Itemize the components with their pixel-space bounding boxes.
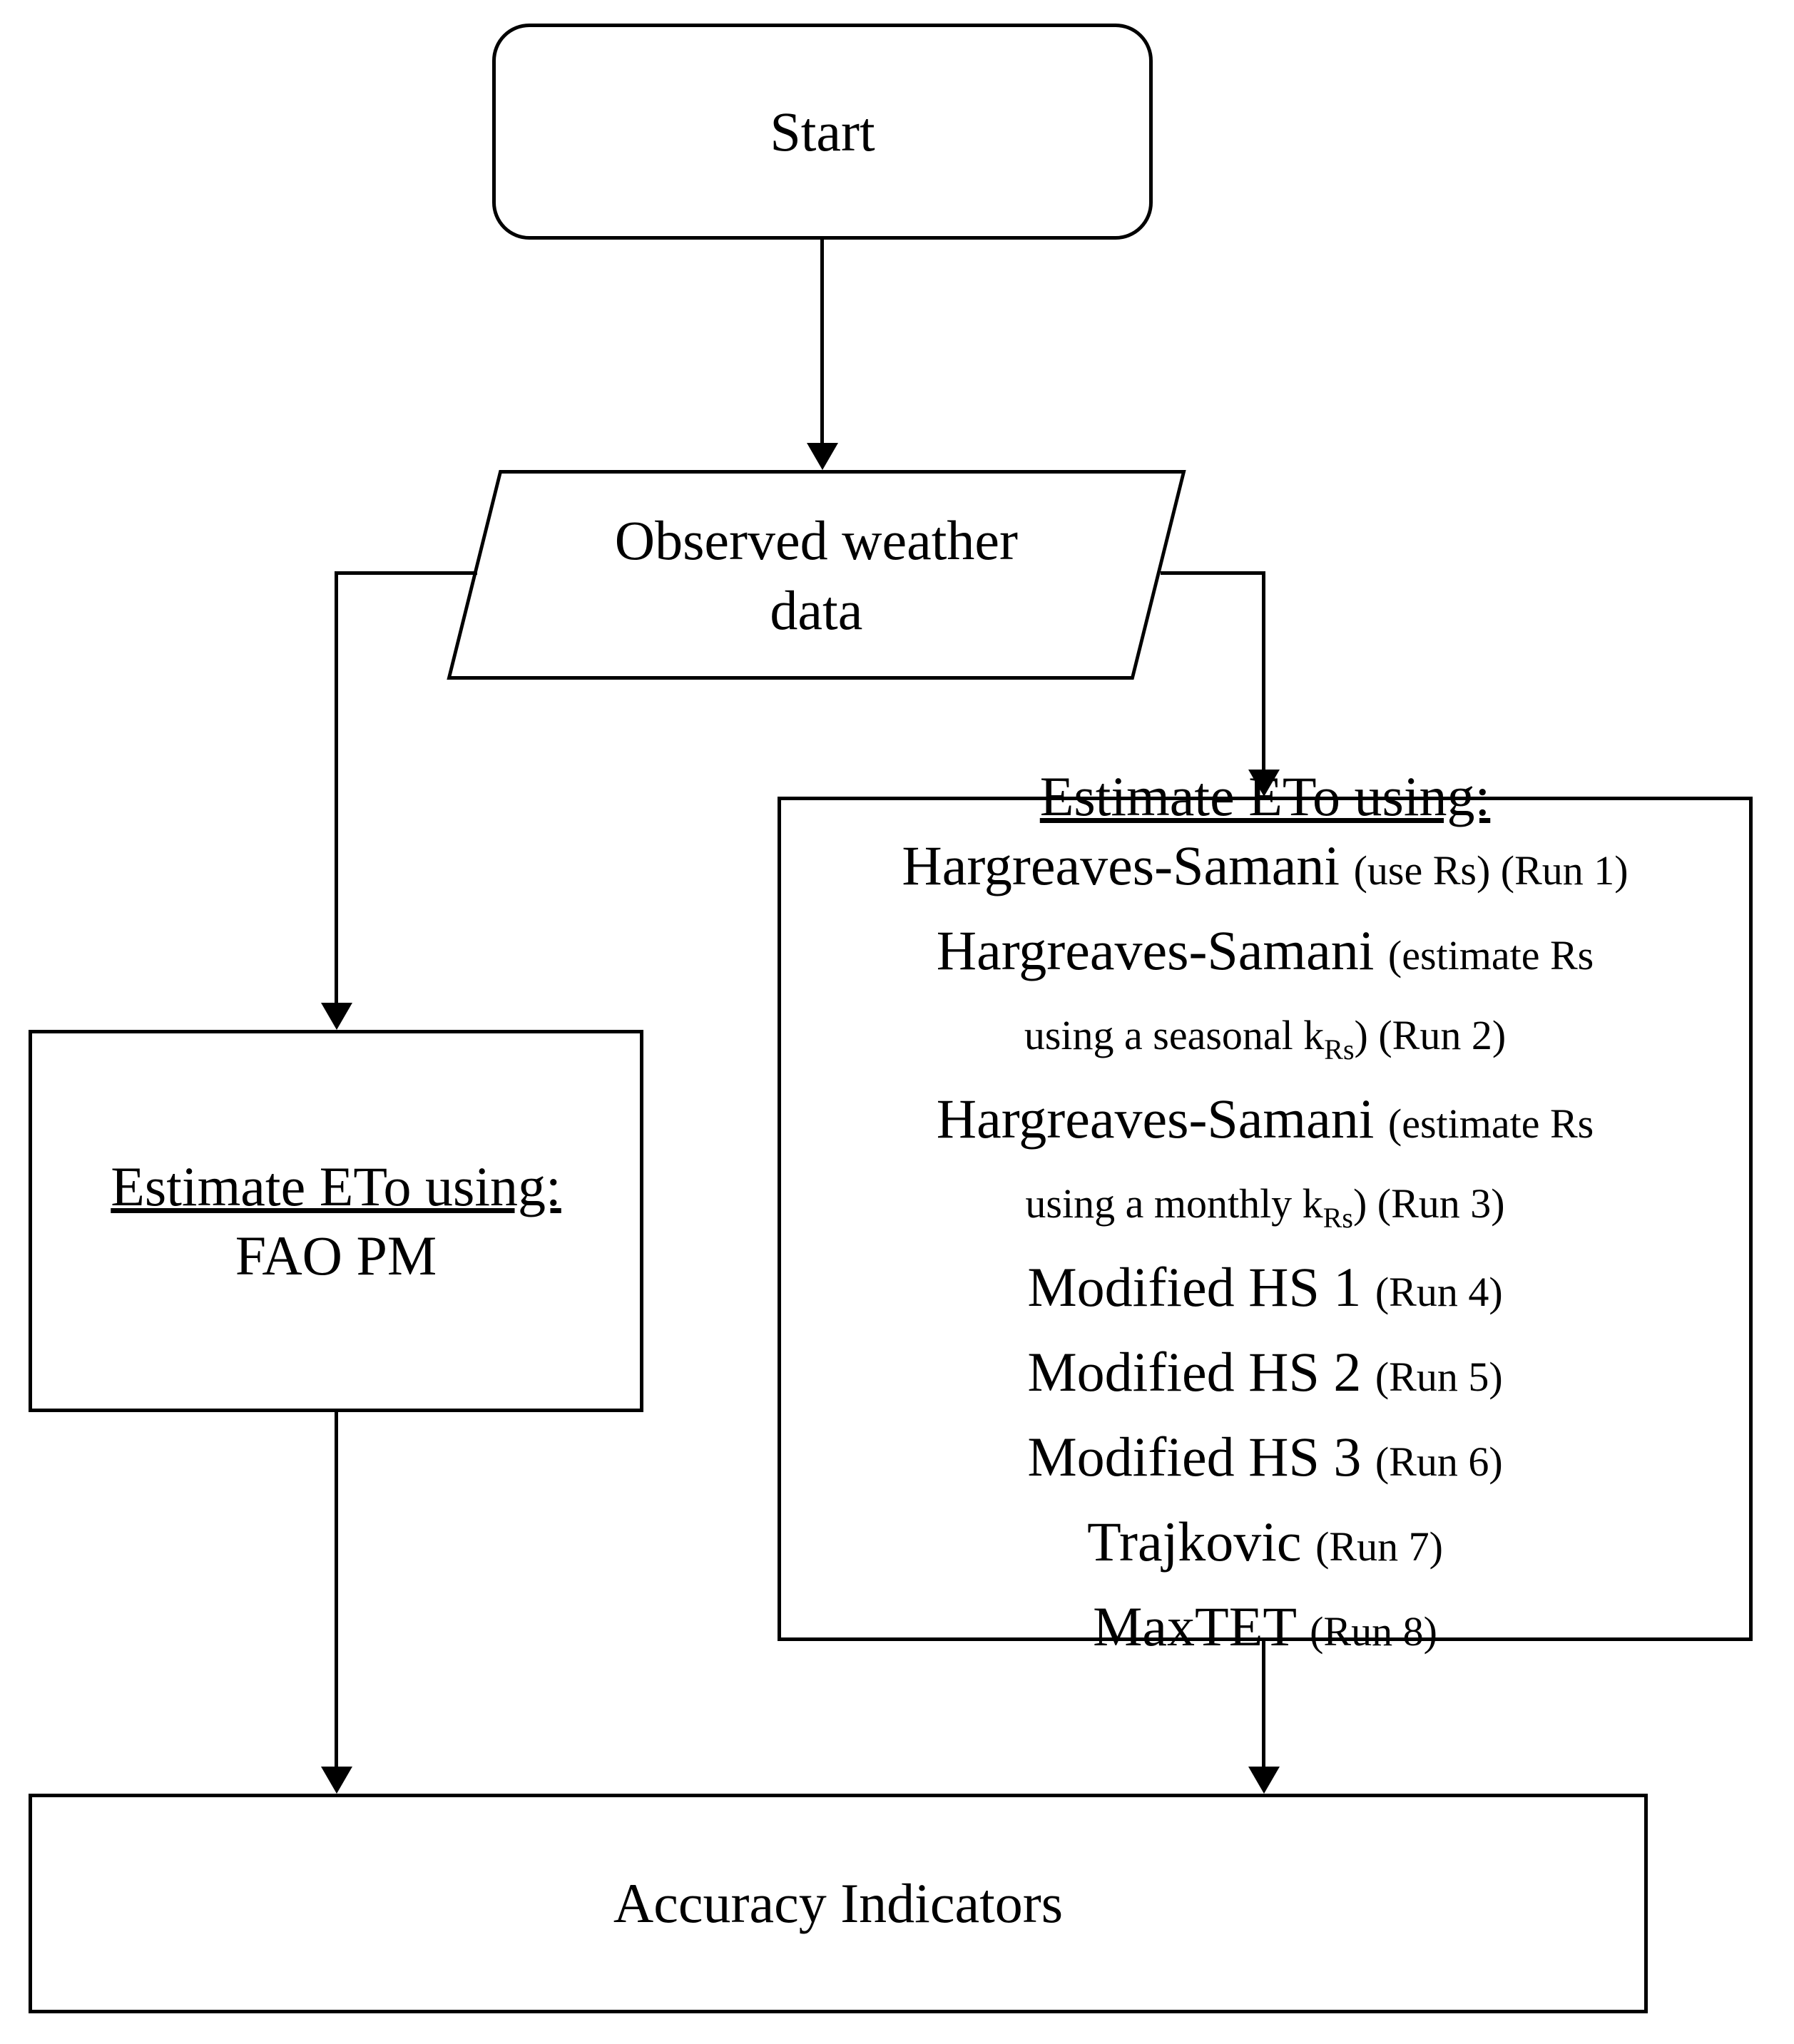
method-line-segment: Trajkovic (1087, 1510, 1316, 1573)
method-line-segment: (Run 4) (1375, 1268, 1503, 1315)
method-line-segment: Hargreaves-Samani (936, 1087, 1388, 1150)
method-line-segment: (estimate Rs (1387, 1100, 1594, 1147)
connector-line (335, 1412, 338, 1767)
method-line-segment: (use Rs) (Run 1) (1353, 847, 1629, 894)
method-line-segment: Modified HS 3 (1027, 1425, 1375, 1488)
method-line-segment: (Run 6) (1375, 1438, 1503, 1485)
methods-node: Estimate ETo using: Hargreaves-Samani (u… (778, 765, 1753, 1657)
method-line-segment: ) (Run 2) (1354, 1011, 1507, 1058)
connector-line (1262, 1641, 1265, 1767)
arrowhead-down-icon (807, 443, 838, 470)
method-line-segment: (estimate Rs (1387, 931, 1594, 978)
arrowhead-down-icon (321, 1767, 352, 1794)
method-line: Trajkovic (Run 7) (902, 1507, 1628, 1592)
method-line-segment: MaxTET (1093, 1595, 1310, 1657)
method-line-segment: Hargreaves-Samani (936, 919, 1388, 981)
connector-line (1161, 571, 1265, 575)
accuracy-indicators-node: Accuracy Indicators (29, 1794, 1648, 2013)
connector-line (335, 571, 338, 1003)
method-line: Modified HS 1 (Run 4) (902, 1252, 1628, 1337)
start-node: Start (492, 24, 1153, 240)
method-line: Hargreaves-Samani (use Rs) (Run 1) (902, 831, 1628, 916)
connector-line (1262, 571, 1265, 770)
fao-pm-label: FAO PM (235, 1225, 437, 1287)
observed-weather-data-node: Observed weather data (447, 470, 1186, 680)
method-line: Modified HS 2 (Run 5) (902, 1337, 1628, 1422)
methods-heading: Estimate ETo using: (1039, 765, 1491, 827)
observed-weather-data-label: Observed weather data (614, 509, 1019, 641)
method-line-segment: (Run 8) (1310, 1608, 1437, 1655)
method-line: Modified HS 3 (Run 6) (902, 1422, 1628, 1507)
method-line: Hargreaves-Samani (estimate Rs (902, 1084, 1628, 1169)
method-line-segment: Rs (1324, 1033, 1355, 1066)
fao-pm-node: Estimate ETo using: FAO PM (29, 1030, 643, 1412)
arrowhead-down-icon (1248, 770, 1280, 797)
connector-line (335, 571, 477, 575)
method-line: Hargreaves-Samani (estimate Rs (902, 916, 1628, 1001)
method-line-segment: Hargreaves-Samani (902, 834, 1354, 896)
arrowhead-down-icon (321, 1003, 352, 1030)
method-line-segment: using a monthly k (1025, 1180, 1323, 1227)
fao-pm-heading: Estimate ETo using: (111, 1155, 561, 1217)
method-line-segment: (Run 7) (1315, 1523, 1443, 1570)
arrowhead-down-icon (1248, 1767, 1280, 1794)
methods-list: Hargreaves-Samani (use Rs) (Run 1)Hargre… (902, 831, 1628, 1677)
method-line-segment: Rs (1322, 1201, 1353, 1234)
start-label: Start (770, 100, 875, 163)
connector-line (820, 240, 824, 444)
method-line-segment: Modified HS 2 (1027, 1340, 1375, 1403)
method-line-segment: using a seasonal k (1024, 1011, 1325, 1058)
method-line-segment: (Run 5) (1375, 1353, 1503, 1400)
method-line: using a seasonal kRs) (Run 2) (902, 1001, 1628, 1084)
method-line: using a monthly kRs) (Run 3) (902, 1169, 1628, 1252)
accuracy-indicators-label: Accuracy Indicators (613, 1872, 1064, 1934)
method-line-segment: ) (Run 3) (1352, 1180, 1505, 1227)
method-line-segment: Modified HS 1 (1027, 1255, 1375, 1318)
